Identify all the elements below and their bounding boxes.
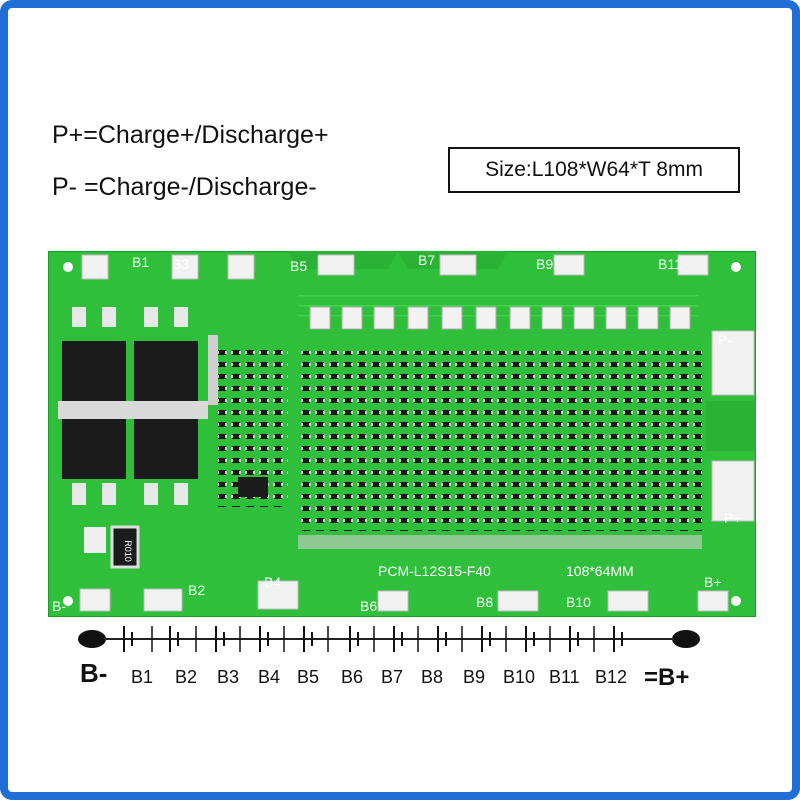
cell-label-b3: B3 [217, 667, 240, 687]
size-label: Size:L108*W64*T 8mm [448, 147, 740, 193]
cell-label-b7: B7 [381, 667, 404, 687]
svg-text:B6: B6 [360, 598, 377, 614]
mosfet-block [58, 307, 218, 505]
svg-text:P+: P+ [724, 510, 742, 526]
balance-columns [298, 295, 702, 549]
cell-symbols [123, 626, 623, 652]
svg-text:B9: B9 [536, 256, 553, 272]
shunt-resistor [110, 525, 140, 569]
svg-text:B11: B11 [658, 256, 682, 272]
mount-hole [731, 262, 741, 272]
svg-text:B5: B5 [290, 258, 307, 274]
cell-label-b2: B2 [175, 667, 198, 687]
legend-p-minus: P- =Charge-/Discharge- [52, 173, 317, 201]
b-minus-terminal-dot [78, 630, 106, 648]
svg-text:B7: B7 [418, 252, 435, 268]
svg-text:B+: B+ [704, 574, 722, 590]
svg-text:B4: B4 [264, 574, 281, 590]
mount-hole [731, 596, 741, 606]
b-plus-terminal-dot [672, 630, 700, 648]
bottom-pads [79, 580, 729, 612]
b-minus-label: B- [80, 658, 108, 688]
b-plus-label: =B+ [644, 664, 690, 691]
p-minus-pad [711, 330, 755, 396]
pcb-board: R010 B1 B3 B5 B7 B9 B11 B2 B4 B6 B8 B10 … [48, 251, 756, 617]
cell-label-b4: B4 [258, 667, 281, 687]
top-pads [81, 254, 709, 280]
mount-hole [63, 596, 73, 606]
cell-label-b1: B1 [131, 667, 154, 687]
cell-label-b5: B5 [297, 667, 320, 687]
silkscreen-labels: B1 B3 B5 B7 B9 B11 B2 B4 B6 B8 B10 B- B+… [52, 252, 742, 614]
svg-text:B8: B8 [476, 594, 493, 610]
svg-text:P-: P- [718, 332, 732, 348]
legend-p-plus: P+=Charge+/Discharge+ [52, 121, 329, 149]
cell-label-b8: B8 [421, 667, 444, 687]
svg-text:B2: B2 [188, 582, 205, 598]
svg-text:B1: B1 [132, 254, 149, 270]
svg-text:B3: B3 [172, 256, 189, 272]
resistor-marking: R010 [123, 540, 133, 562]
cell-label-b10: B10 [503, 667, 536, 687]
svg-text:B10: B10 [566, 594, 591, 610]
model-marking: PCM-L12S15-F40 [378, 563, 491, 579]
battery-diagram [78, 626, 700, 652]
svg-text:B-: B- [52, 598, 66, 614]
cell-label-b11: B11 [549, 667, 580, 687]
dimension-marking: 108*64MM [566, 563, 634, 579]
cell-label-b6: B6 [341, 667, 364, 687]
cell-label-b12: B12 [595, 667, 628, 687]
mount-hole [63, 262, 73, 272]
p-plus-pad [711, 460, 755, 522]
cell-label-b9: B9 [463, 667, 486, 687]
